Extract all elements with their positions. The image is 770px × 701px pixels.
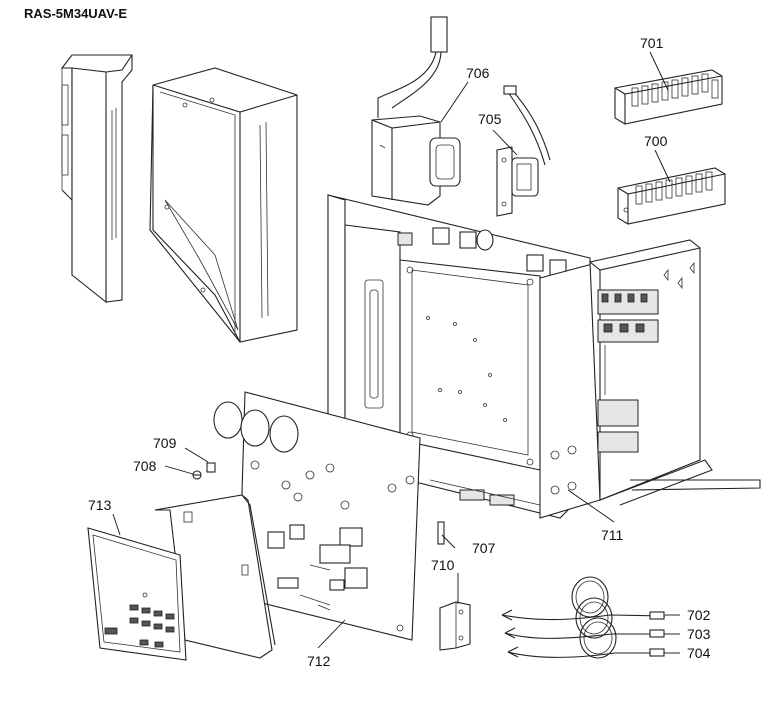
callout-705: 705 [478,111,502,127]
callout-701: 701 [640,35,664,51]
fuse-part-707 [437,521,445,545]
transformer-part-705 [496,85,551,217]
callout-708: 708 [133,458,157,474]
callout-707: 707 [472,540,496,556]
transformer-part-706 [371,16,461,206]
model-title: RAS-5M34UAV-E [24,6,128,21]
pcb-part-713 [87,494,276,661]
duct-cover-part [149,67,298,343]
side-plate-part [60,54,133,304]
spacer-part-709 [206,462,216,473]
leader-lines [112,51,680,654]
terminal-block-part-701 [614,69,723,125]
callout-702: 702 [687,607,711,623]
screw-part-708 [192,470,202,480]
harness-part-702-703-704 [501,576,666,659]
callout-709: 709 [153,435,177,451]
callout-710: 710 [431,557,455,573]
callout-706: 706 [466,65,490,81]
callout-704: 704 [687,645,711,661]
callout-labels: 701 700 706 705 709 708 713 707 710 711 … [88,35,711,669]
callout-713: 713 [88,497,112,513]
electrical-box-part [327,194,761,519]
terminal-block-part-700 [617,167,726,225]
callout-700: 700 [644,133,668,149]
callout-711: 711 [601,527,624,543]
callout-712: 712 [307,653,331,669]
callout-703: 703 [687,626,711,642]
pcb-part-710 [439,601,471,651]
